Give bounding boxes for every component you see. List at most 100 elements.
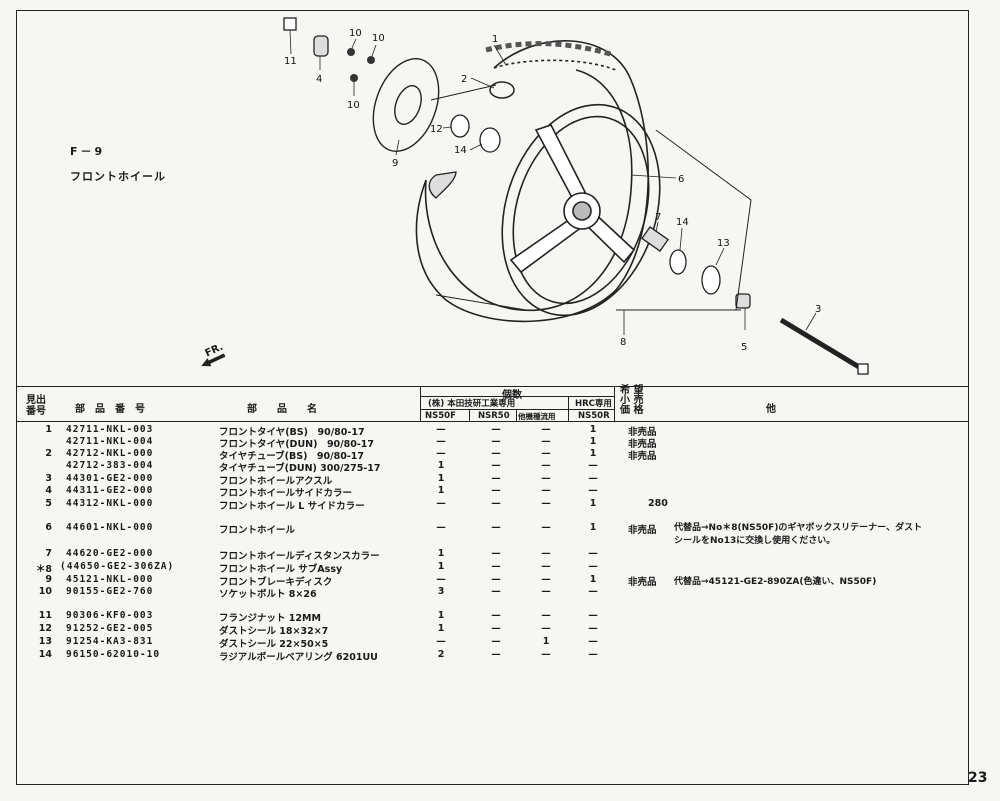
callout: 8 [620,337,626,348]
row-qty-nsr50: — [491,436,501,447]
header-rule [469,409,470,421]
header-model-ns50f: NS50F [425,411,456,421]
table-row: 2 42712-NKL-000 タイヤチューブ(BS) 90/80-17 — —… [16,448,969,462]
page-number: 23 [968,770,988,786]
row-qty-nsr50: — [491,448,501,459]
header-model-nsr50: NSR50 [478,411,510,421]
row-part-name: ラジアルボールベアリング 6201UU [219,652,378,663]
row-qty-other: — [541,610,551,621]
row-qty-nsr50: — [491,574,501,585]
callout: 9 [392,158,398,169]
row-qty-nsr50: — [491,485,501,496]
row-part-name: フロントブレーキディスク [219,577,333,588]
row-qty-ns50f: 3 [437,586,445,597]
header-price: 希 望 小 売 価 格 [620,385,644,416]
row-qty-nsr50: — [491,649,501,660]
row-part-number: 91252-GE2-005 [66,623,154,634]
row-no: 7 [45,548,52,559]
inner-tube [489,81,515,99]
row-qty-ns50r: 1 [589,448,597,459]
row-qty-ns50f: — [436,636,446,647]
header-model-other: 他機種流用 [518,412,556,421]
header-other: 他 [766,404,776,415]
exploded-parts-diagram: 1 2 3 4 5 6 7 8 9 10 10 10 11 12 13 14 1… [283,17,869,375]
front-wheel [501,103,661,317]
row-qty-ns50f: — [436,574,446,585]
row-no: 2 [45,448,52,459]
row-part-name: フランジナット 12MM [219,613,321,624]
row-part-number: (44650-GE2-306ZA) [60,561,175,572]
callout: 3 [815,304,821,315]
row-part-name: フロントタイヤ(DUN) 90/80-17 [219,439,375,450]
row-qty-other: — [541,574,551,585]
header-part-number: 部 品 番 号 [75,404,145,415]
header-rule [420,396,421,421]
callout: 10 [349,28,362,39]
row-price: 非売品 [628,451,657,462]
row-qty-other: — [541,485,551,496]
callout: 2 [461,74,467,85]
row-qty-ns50r: — [588,610,598,621]
row-qty-ns50r: 1 [589,436,597,447]
row-qty-nsr50: — [491,522,501,533]
row-qty-ns50r: — [588,586,598,597]
row-qty-nsr50: — [491,561,501,572]
row-qty-ns50f: — [436,522,446,533]
row-part-number: 42711-NKL-004 [66,436,154,447]
row-qty-other: — [541,649,551,660]
row-qty-nsr50: — [491,586,501,597]
row-qty-ns50f: — [436,424,446,435]
row-part-name: タイヤチューブ(DUN) 300/275-17 [219,463,381,474]
table-row: 7 44620-GE2-000 フロントホイールディスタンスカラー 1 — — … [16,548,969,562]
row-qty-nsr50: — [491,636,501,647]
row-no: 14 [38,649,52,660]
callout: 11 [284,56,297,67]
table-row: 1 42711-NKL-003 フロントタイヤ(BS) 90/80-17 — —… [16,424,969,438]
row-qty-other: — [541,522,551,533]
row-no: 5 [45,498,52,509]
row-qty-ns50r: — [588,473,598,484]
row-qty-other: — [541,623,551,634]
page-frame [16,10,969,785]
row-price: 非売品 [628,439,657,450]
row-no: 9 [45,574,52,585]
callout: 4 [316,74,322,85]
header-honda-group: (株) 本田技研工業専用 [428,399,516,409]
row-part-number: 45121-NKL-000 [66,574,154,585]
table-row: ＊8 (44650-GE2-306ZA) フロントホイール サブAssy 1 —… [16,561,969,575]
header-rule [420,409,614,410]
header-hrc-group: HRC専用 [575,399,612,409]
section-title: フロントホイール [70,170,166,183]
row-qty-ns50f: — [436,498,446,509]
flange-nut [283,17,297,31]
row-no: 12 [38,623,52,634]
row-qty-nsr50: — [491,548,501,559]
row-part-name: ダストシール 22×50×5 [219,639,329,650]
l-side-collar [735,293,751,309]
row-qty-ns50f: — [436,448,446,459]
row-part-number: 90306-KF0-003 [66,610,154,621]
row-no: 1 [45,424,52,435]
header-rule [516,409,517,421]
row-price: 非売品 [628,427,657,438]
callout: 13 [717,238,730,249]
dust-seal-12 [450,114,470,138]
header-part-name: 部 品 名 [247,404,317,415]
side-collar [313,35,329,57]
table-row: 5 44312-NKL-000 フロントホイール L サイドカラー — — — … [16,498,969,512]
row-qty-ns50r: 1 [589,574,597,585]
row-part-name: ダストシール 18×32×7 [219,626,329,637]
row-qty-other: — [541,460,551,471]
callout: 6 [678,174,684,185]
row-part-number: 42711-NKL-003 [66,424,154,435]
row-note: 代替品→No＊8(NS50F)のギヤボックスリテーナー、ダスト シールをNo13… [674,523,923,546]
header-quantity: 個数 [502,390,522,401]
row-part-number: 44311-GE2-000 [66,485,154,496]
row-part-number: 90155-GE2-760 [66,586,154,597]
header-rule [420,386,421,396]
row-part-number: 44301-GE2-000 [66,473,154,484]
row-price: 非売品 [628,577,657,588]
callout: 12 [430,124,443,135]
row-qty-other: — [541,424,551,435]
table-row: 42711-NKL-004 フロントタイヤ(DUN) 90/80-17 — — … [16,436,969,450]
